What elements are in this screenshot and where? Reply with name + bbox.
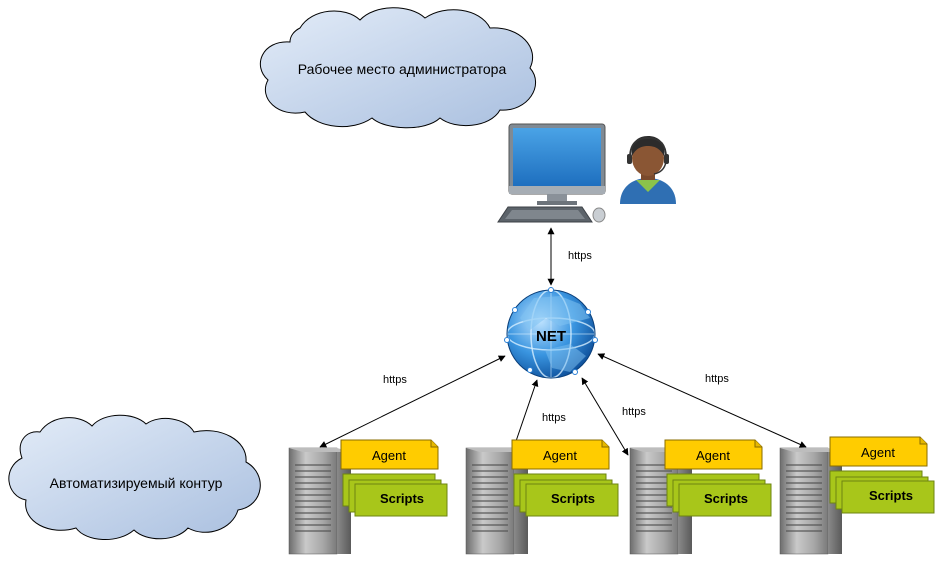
scripts-label: Scripts — [704, 491, 748, 506]
agent-note: Agent — [340, 439, 439, 470]
server-node-4: Agent Scripts — [779, 436, 935, 555]
server-link-4 — [597, 353, 807, 448]
scripts-stack: Scripts — [342, 473, 448, 517]
administrator-icon — [620, 136, 676, 204]
https-labels: https https https https https — [383, 250, 729, 424]
scripts-label: Scripts — [551, 491, 595, 506]
scripts-label: Scripts — [380, 491, 424, 506]
agent-note: Agent — [664, 439, 763, 470]
scripts-stack: Scripts — [829, 470, 935, 514]
cloud-shape-icon — [259, 7, 536, 129]
contour-cloud-label: Автоматизируемый контур — [50, 475, 223, 491]
server-link-2 — [512, 379, 539, 448]
scripts-stack: Scripts — [513, 473, 619, 517]
server-link-1 — [319, 355, 506, 448]
server-link-label-2: https — [542, 412, 566, 424]
workstation-icon — [497, 123, 606, 223]
agent-note: Agent — [829, 436, 928, 467]
cloud-shape-icon — [8, 414, 261, 541]
contour-cloud: Автоматизируемый контур — [8, 414, 261, 541]
agent-label: Agent — [696, 448, 730, 463]
connections — [319, 227, 807, 456]
server-link-label-1: https — [383, 374, 407, 386]
admin-link-label: https — [568, 250, 592, 262]
agent-label: Agent — [861, 445, 895, 460]
server-link-label-3: https — [622, 406, 646, 418]
server-node-1: Agent Scripts — [288, 439, 448, 555]
scripts-stack: Scripts — [666, 473, 772, 517]
agent-note: Agent — [511, 439, 610, 470]
globe-icon: NET — [504, 287, 598, 379]
agent-label: Agent — [543, 448, 577, 463]
admin-cloud-label: Рабочее место администратора — [298, 61, 507, 77]
server-node-2: Agent Scripts — [465, 439, 619, 555]
agent-label: Agent — [372, 448, 406, 463]
admin-cloud: Рабочее место администратора — [259, 7, 536, 129]
scripts-label: Scripts — [869, 488, 913, 503]
net-label: NET — [536, 328, 566, 345]
server-link-label-4: https — [705, 373, 729, 385]
server-node-3: Agent Scripts — [629, 439, 772, 555]
